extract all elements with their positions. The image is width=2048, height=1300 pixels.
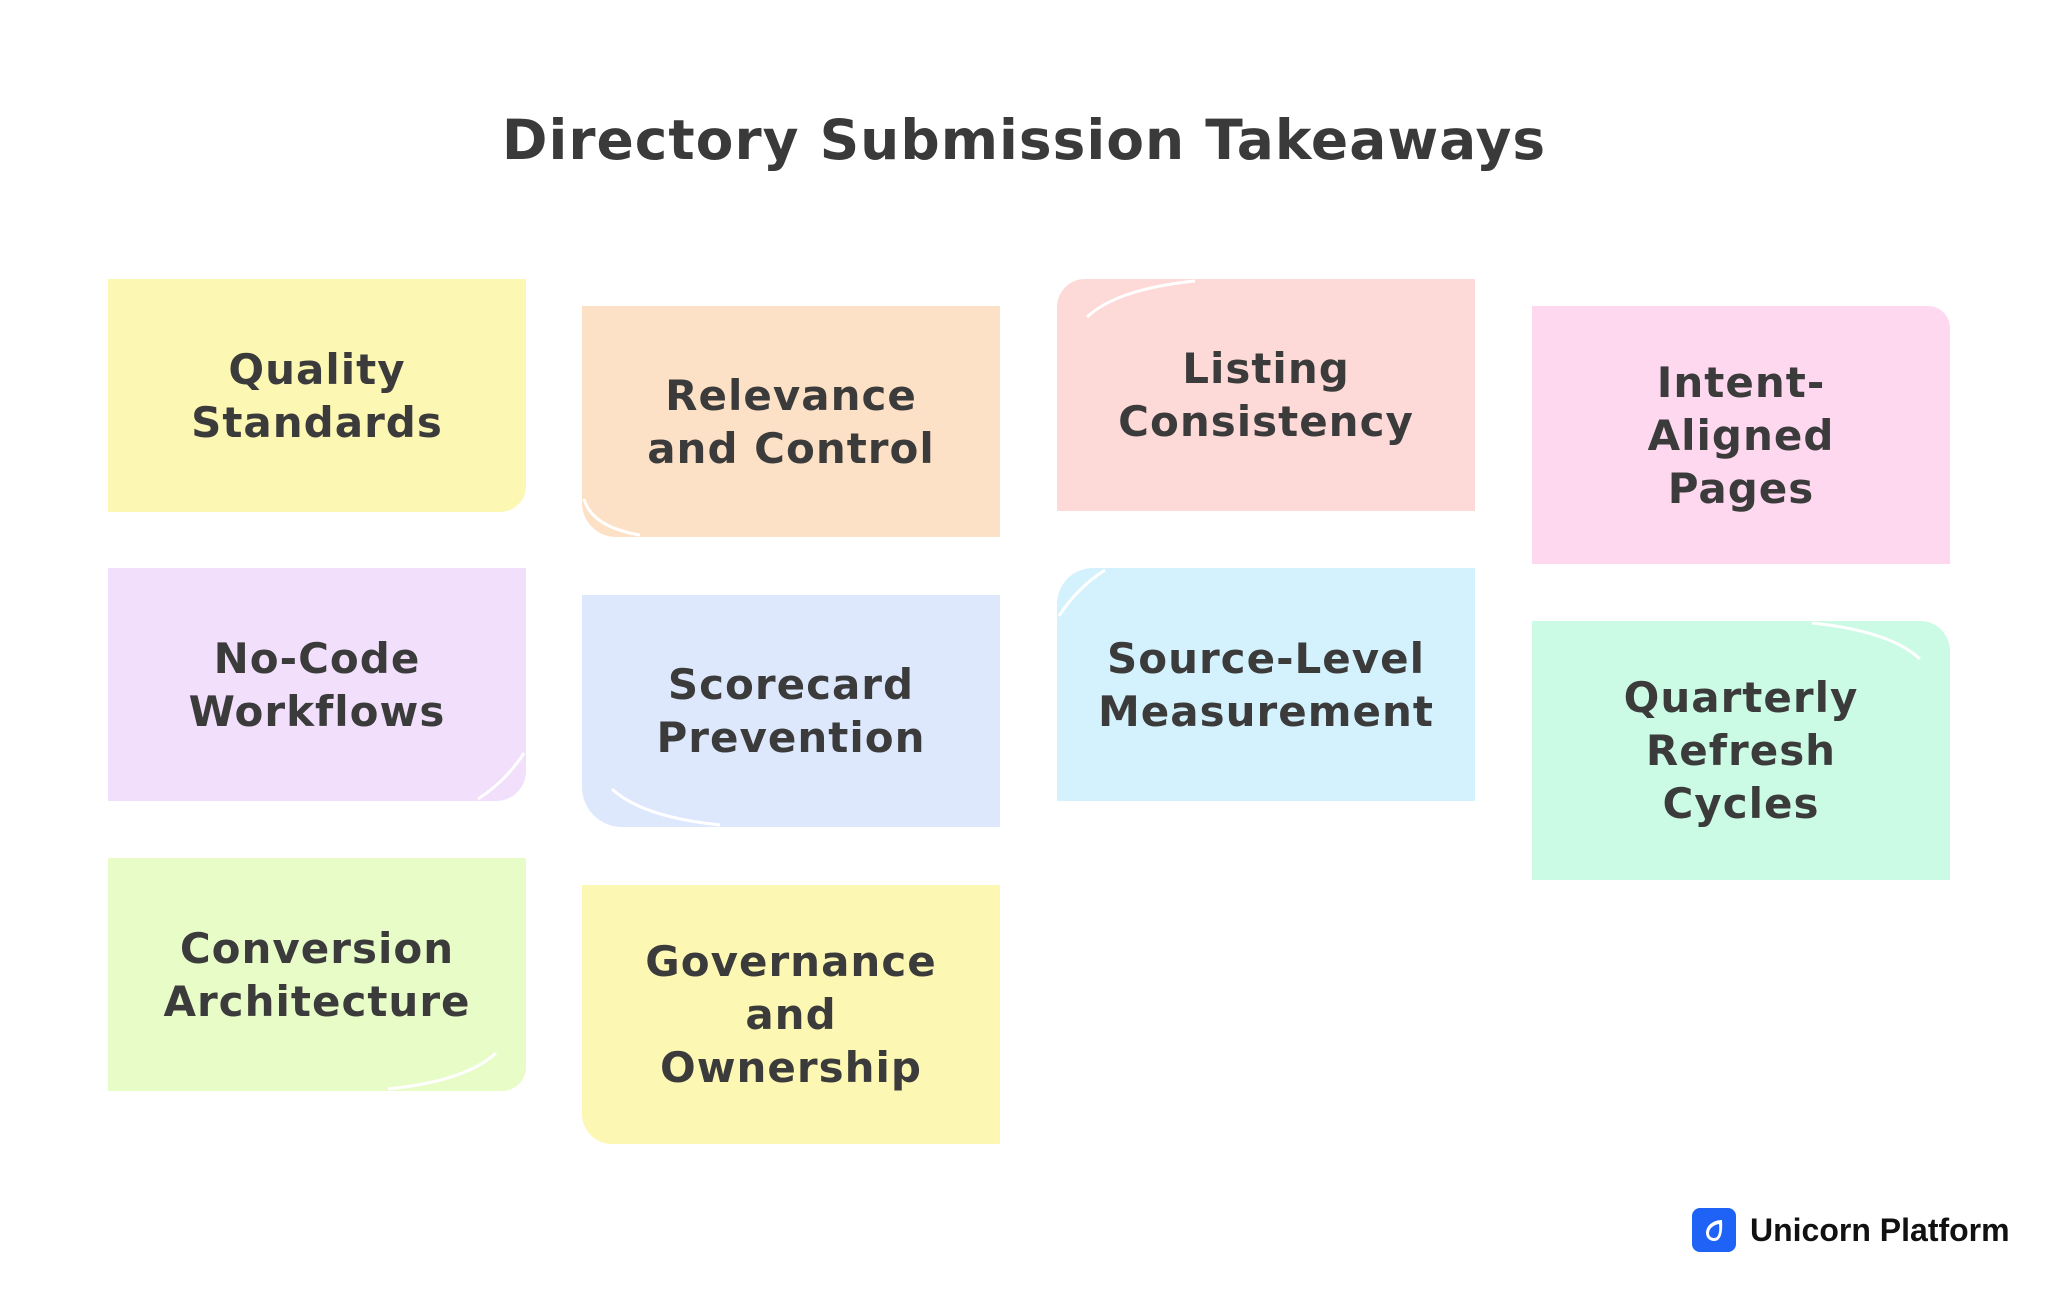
- note-label: No-Code Workflows: [188, 633, 446, 736]
- page-curl-icon: [1057, 568, 1106, 617]
- note-quality-standards: Quality Standards: [108, 279, 526, 512]
- note-label: Conversion Architecture: [163, 923, 471, 1026]
- page-curl-icon: [582, 498, 641, 537]
- brand-name: Unicorn Platform: [1750, 1211, 2010, 1248]
- note-label: Intent- Aligned Pages: [1647, 357, 1835, 513]
- note-no-code-workflows: No-Code Workflows: [108, 568, 526, 801]
- note-governance-ownership: Governance and Ownership: [582, 885, 1000, 1144]
- note-quarterly-refresh-cycles: Quarterly Refresh Cycles: [1532, 621, 1950, 880]
- page-curl-icon: [477, 752, 526, 801]
- note-label: Quality Standards: [191, 344, 443, 447]
- brand-logo: Unicorn Platform: [1692, 1208, 2010, 1252]
- note-label: Relevance and Control: [647, 370, 935, 473]
- page-curl-icon: [1811, 621, 1922, 661]
- diagram-title: Directory Submission Takeaways: [501, 108, 1547, 172]
- note-label: Source-Level Measurement: [1098, 633, 1434, 736]
- page-curl-icon: [610, 787, 721, 827]
- note-scorecard-prevention: Scorecard Prevention: [582, 595, 1000, 827]
- note-label: Listing Consistency: [1118, 344, 1414, 446]
- page-curl-icon: [1085, 279, 1196, 319]
- note-label: Governance and Ownership: [645, 937, 937, 1092]
- note-listing-consistency: Listing Consistency: [1057, 279, 1475, 511]
- note-intent-aligned-pages: Intent- Aligned Pages: [1532, 306, 1950, 564]
- note-label: Quarterly Refresh Cycles: [1623, 673, 1859, 828]
- note-conversion-architecture: Conversion Architecture: [108, 858, 526, 1091]
- page-curl-icon: [387, 1051, 498, 1091]
- note-relevance-control: Relevance and Control: [582, 306, 1000, 537]
- unicorn-platform-logo-icon: [1692, 1208, 1736, 1252]
- note-label: Scorecard Prevention: [656, 660, 926, 762]
- note-source-level-measurement: Source-Level Measurement: [1057, 568, 1475, 801]
